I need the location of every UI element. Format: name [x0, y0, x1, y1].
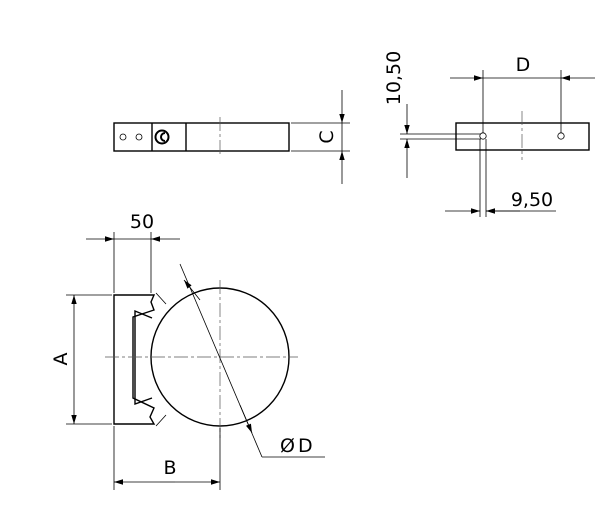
side-view: C	[113, 90, 350, 184]
side-view-hole	[119, 133, 127, 141]
dimension-50-label: 50	[130, 211, 154, 233]
dimension-A: A	[50, 294, 112, 425]
top-view-hole-right	[557, 132, 565, 140]
dimension-A-label: A	[50, 353, 72, 366]
side-view-hole	[135, 133, 143, 141]
dimension-D-spacing: D	[450, 54, 595, 133]
side-view-outline	[113, 122, 290, 152]
side-view-screw-icon	[154, 129, 170, 145]
dimension-D-spacing-label: D	[516, 54, 531, 76]
dimension-C: C	[291, 90, 350, 184]
top-view: D 10,50 9,50	[383, 51, 595, 217]
dimension-10-50: 10,50	[383, 51, 481, 178]
dimension-B: B	[113, 426, 221, 490]
top-view-outline	[455, 122, 590, 151]
dimension-9-50-label: 9,50	[511, 189, 553, 211]
front-view-clip	[113, 294, 156, 425]
dimension-50: 50	[86, 211, 180, 293]
dimension-9-50: 9,50	[445, 139, 556, 217]
diameter-value: D	[298, 435, 313, 457]
front-view-clip-inner	[134, 309, 153, 405]
diameter-symbol: Ø	[280, 435, 295, 457]
dimension-C-label: C	[316, 130, 338, 143]
dimension-10-50-label: 10,50	[383, 51, 405, 105]
dimension-B-label: B	[163, 457, 176, 479]
